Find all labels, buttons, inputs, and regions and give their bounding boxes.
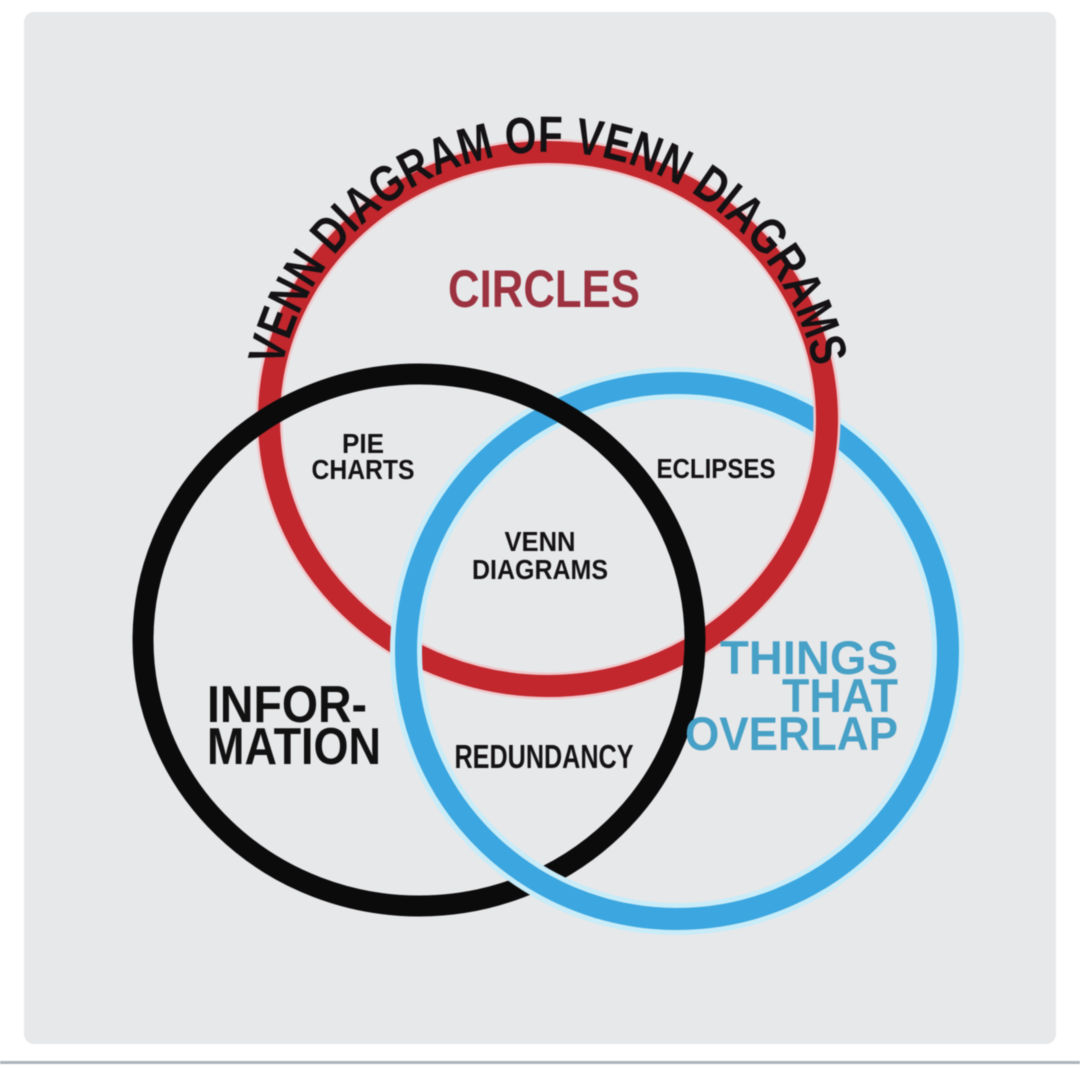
bottom-rule [0, 1061, 1080, 1064]
things-ring [395, 372, 959, 930]
label-information-line2: MATION [207, 718, 381, 776]
diagram-panel [24, 12, 1056, 1044]
label-venn-diagrams-line1: VENN [505, 526, 576, 557]
information-ring [132, 363, 706, 917]
label-pie-charts-line2: CHARTS [312, 454, 415, 485]
label-things-line2: THAT [782, 669, 898, 722]
red-over-blue-patch [806, 338, 838, 500]
label-eclipses: ECLIPSES [657, 453, 776, 484]
label-pie-charts-line1: PIE [342, 428, 384, 459]
label-things-line3: OVERLAP [685, 707, 898, 760]
label-things-line1: THINGS [720, 631, 898, 684]
label-venn-diagrams-line2: DIAGRAMS [472, 554, 608, 585]
label-redundancy: REDUNDANCY [455, 738, 634, 775]
blue-over-black-patch [467, 822, 609, 919]
label-circles: CIRCLES [448, 260, 640, 319]
label-information-line1: INFOR- [207, 676, 367, 734]
venn-rings [132, 138, 964, 935]
